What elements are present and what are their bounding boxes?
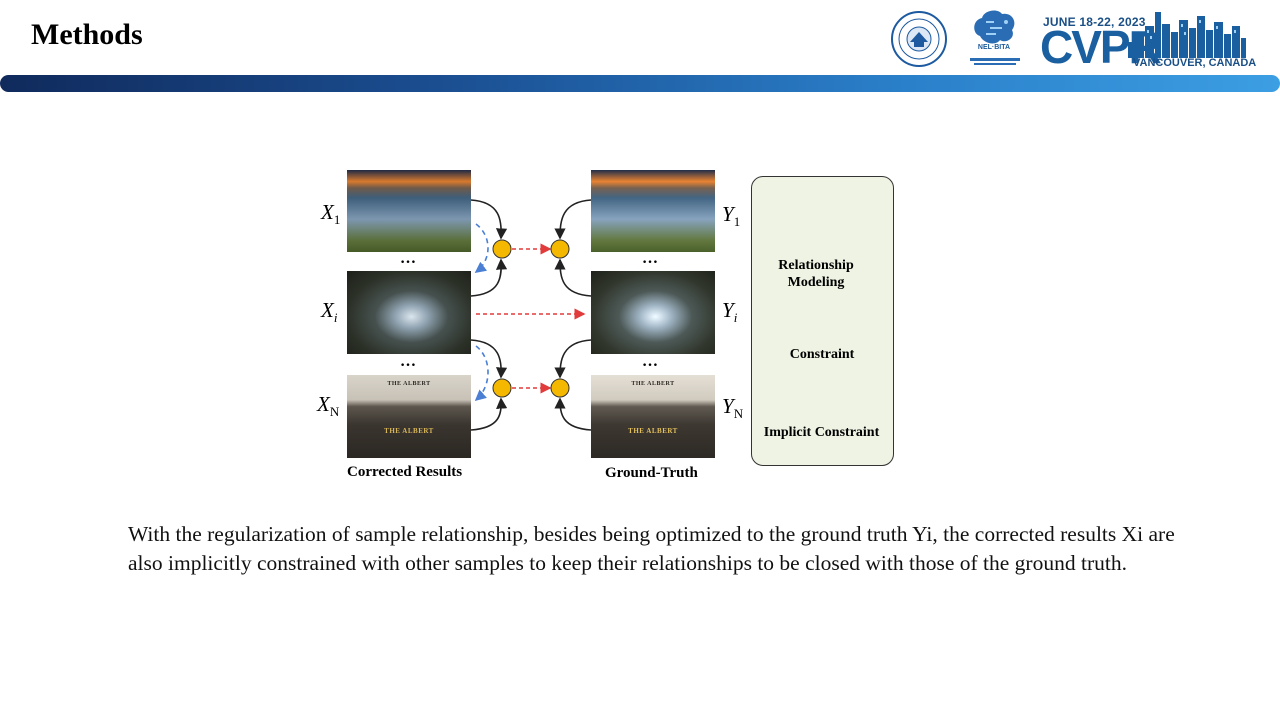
header-divider-bar: [0, 75, 1280, 92]
label-xn: XN: [317, 392, 340, 420]
label-yi: Yi: [722, 298, 738, 326]
ellipsis-right-top: …: [642, 250, 658, 267]
lab-brain-logo: [970, 10, 1020, 65]
relation-node-left-top: [492, 239, 512, 259]
relation-node-right-top: [550, 239, 570, 259]
slide-title: Methods: [31, 18, 143, 51]
ground-truth-image-yn: THE ALBERT THE ALBERT: [591, 375, 715, 458]
lab-logo-text: NEL·BITA: [977, 44, 1011, 51]
legend-relationship-label: Relationship Modeling: [778, 258, 854, 290]
pub-facade-text: THE ALBERT: [384, 427, 434, 435]
conference-location: VANCOUVER, CANADA: [1133, 57, 1257, 69]
pub-facade-text: THE ALBERT: [628, 427, 678, 435]
pub-sign-text: THE ALBERT: [631, 381, 675, 387]
corrected-image-x1: [347, 170, 471, 252]
legend-panel: [751, 176, 894, 466]
corrected-image-xn: THE ALBERT THE ALBERT: [347, 375, 471, 458]
ellipsis-left-top: …: [400, 250, 416, 267]
university-seal-logo: [891, 11, 947, 67]
legend-constraint-label: Constraint: [789, 347, 855, 362]
ellipsis-left-bottom: …: [400, 353, 416, 370]
relation-node-left-bottom: [492, 378, 512, 398]
label-xi: Xi: [321, 298, 338, 326]
corrected-results-caption: Corrected Results: [347, 464, 463, 480]
method-diagram: THE ALBERT THE ALBERT THE ALBERT THE ALB…: [310, 160, 910, 490]
ellipsis-right-bottom: …: [642, 353, 658, 370]
label-yn: YN: [722, 394, 744, 422]
conference-date: JUNE 18-22, 2023: [1043, 15, 1146, 29]
pub-sign-text: THE ALBERT: [387, 381, 431, 387]
label-x1: X1: [321, 200, 341, 228]
city-skyline-icon: [1128, 12, 1246, 58]
corrected-image-xi: [347, 271, 471, 354]
ground-truth-image-yi: [591, 271, 715, 354]
relation-node-right-bottom: [550, 378, 570, 398]
ground-truth-image-y1: [591, 170, 715, 252]
label-y1: Y1: [722, 202, 741, 230]
method-description: With the regularization of sample relati…: [128, 522, 1175, 575]
ground-truth-caption: Ground-Truth: [605, 465, 698, 481]
legend-implicit-label: Implicit Constraint: [763, 425, 880, 440]
